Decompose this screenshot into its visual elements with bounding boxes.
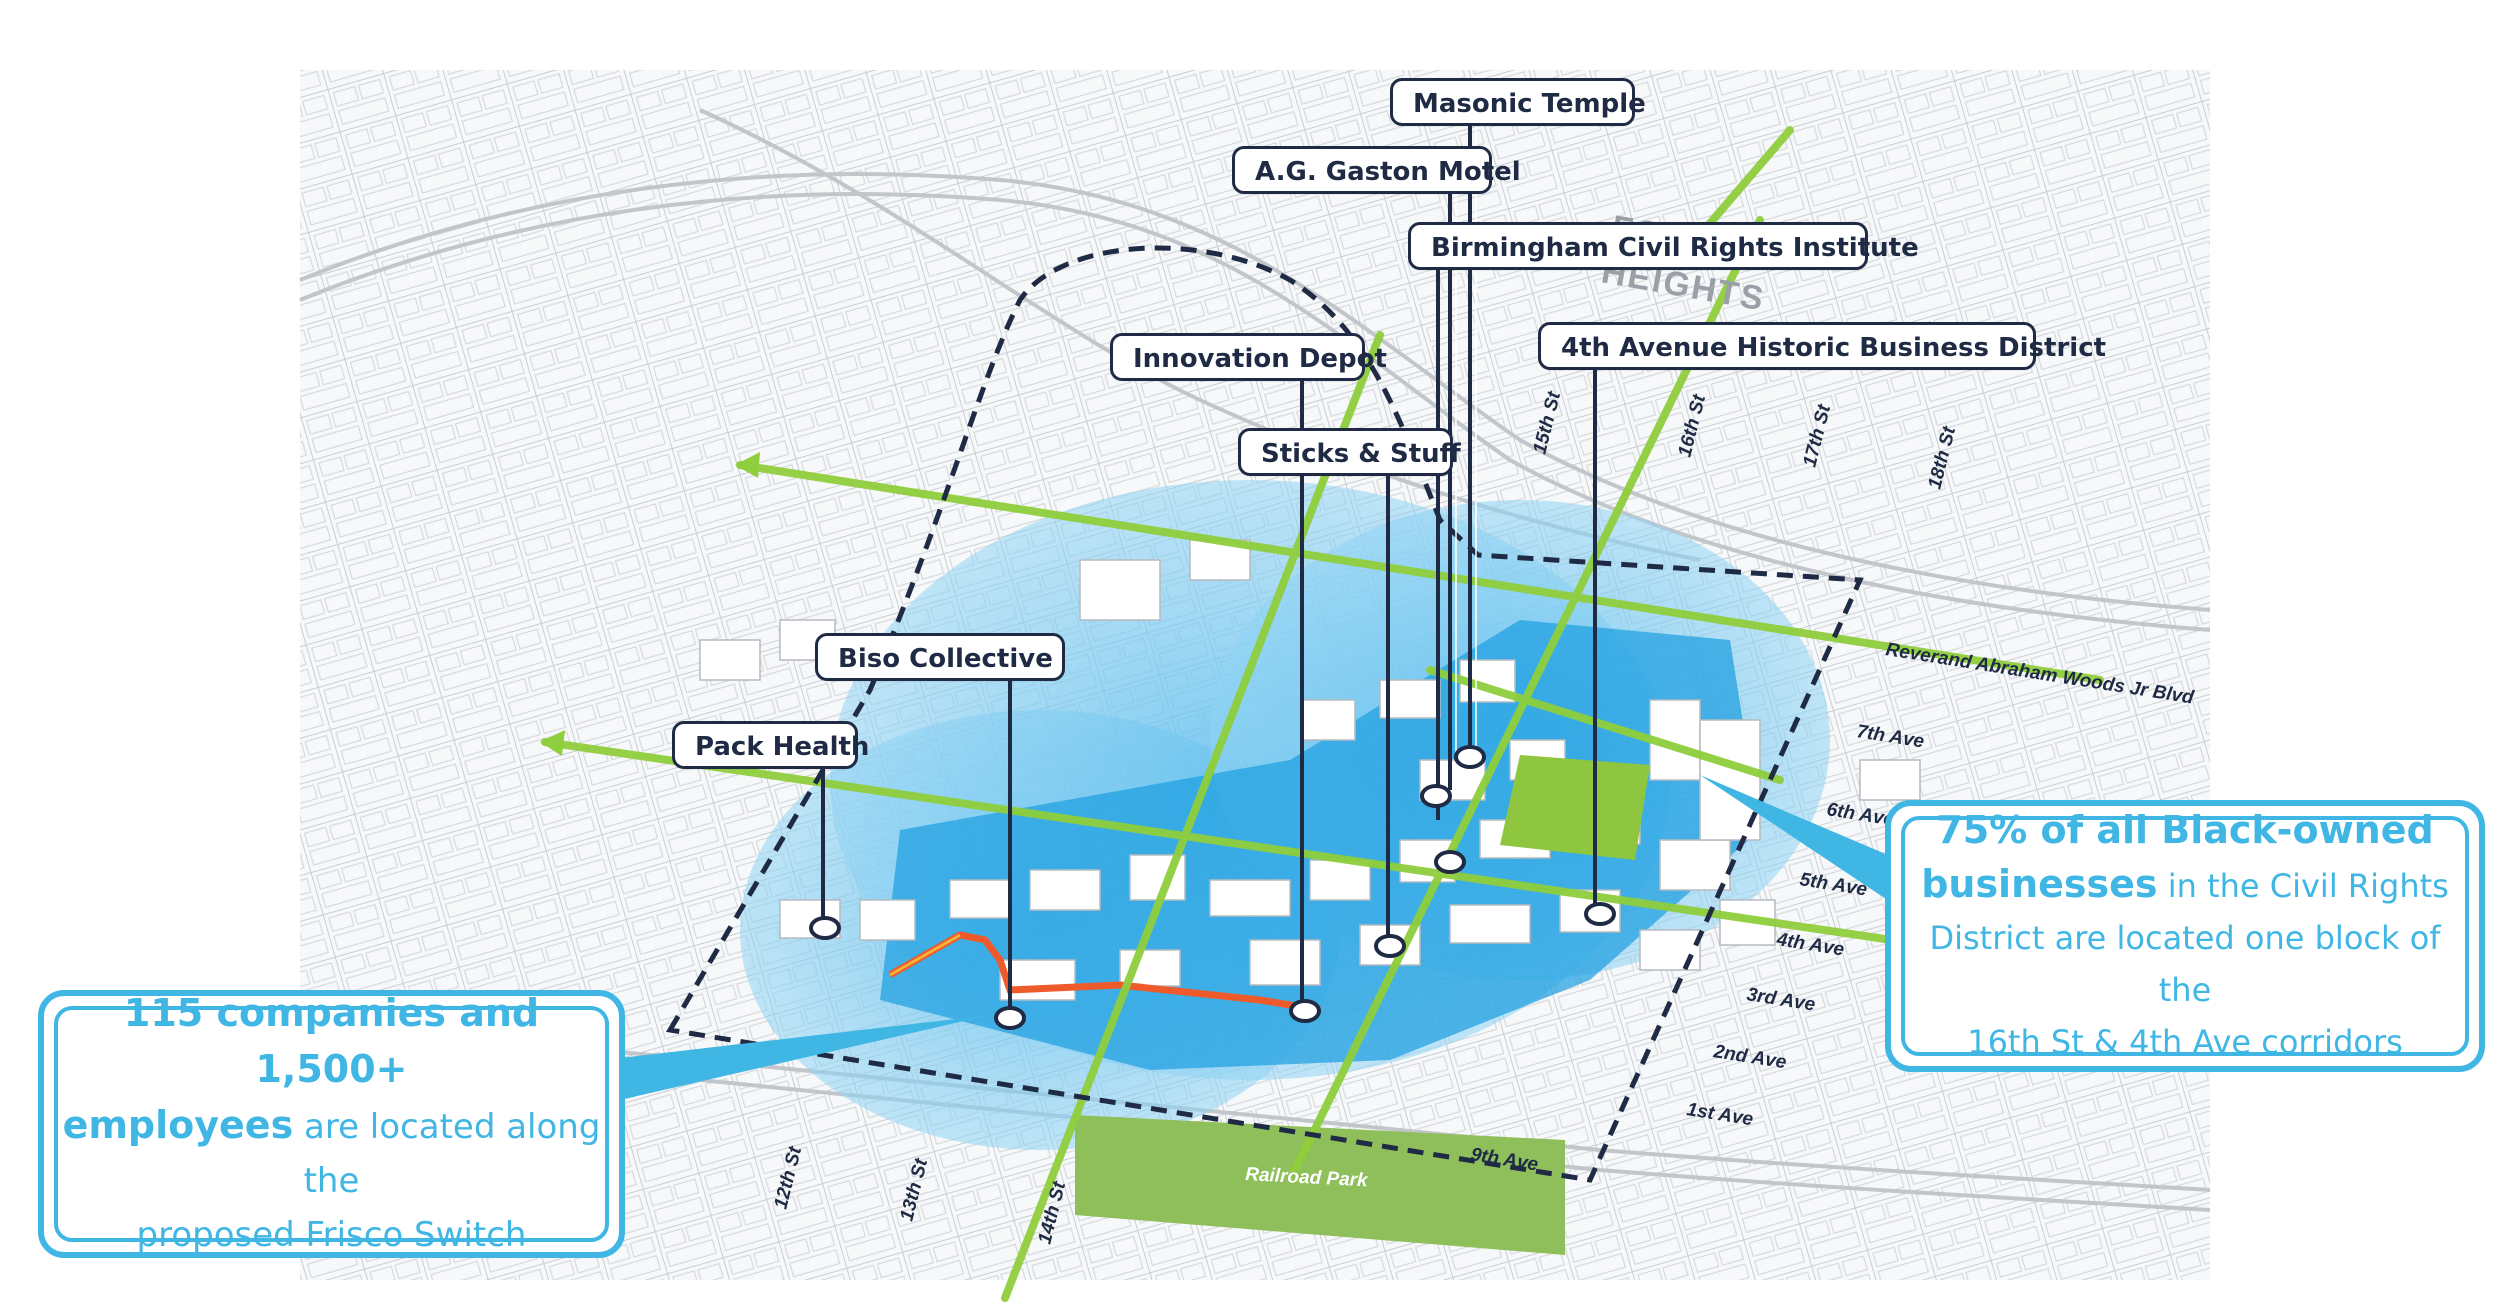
location-markers bbox=[809, 745, 1616, 1030]
label-masonic-temple: Masonic Temple bbox=[1390, 78, 1646, 126]
leader-lines bbox=[821, 124, 1597, 1015]
corridors bbox=[541, 126, 2104, 1302]
label-4th-ave-district: 4th Avenue Historic Business District bbox=[1538, 322, 2106, 370]
label-biso-collective: Biso Collective bbox=[815, 633, 1065, 681]
callout-right-line-3: District are located one block of the bbox=[1929, 919, 2441, 1009]
label-bcri: Birmingham Civil Rights Institute bbox=[1408, 222, 1919, 270]
label-innovation-depot: Innovation Depot bbox=[1110, 333, 1387, 381]
district-core bbox=[880, 620, 1760, 1070]
railroad-park bbox=[1075, 1115, 1565, 1255]
callout-left-line-2: employees are located along the bbox=[62, 1103, 601, 1201]
right-callout-pointer bbox=[1700, 775, 1895, 905]
label-sticks-and-stuff: Sticks & Stuff bbox=[1238, 428, 1461, 476]
callout-black-owned-businesses: 75% of all Black-owned businesses in the… bbox=[1885, 800, 2485, 1072]
callout-frisco-switch: 115 companies and 1,500+ employees are l… bbox=[38, 990, 625, 1258]
corridor-arrows bbox=[540, 452, 760, 756]
left-callout-pointer bbox=[620, 1015, 990, 1100]
green-square bbox=[1500, 755, 1650, 860]
callout-left-line-1: 115 companies and 1,500+ bbox=[123, 991, 540, 1091]
label-pack-health: Pack Health bbox=[672, 721, 869, 769]
label-ag-gaston-motel: A.G. Gaston Motel bbox=[1232, 146, 1521, 194]
callout-right-line-1: 75% of all Black-owned bbox=[1936, 808, 2434, 852]
callout-left-line-3: proposed Frisco Switch bbox=[136, 1215, 527, 1255]
frisco-switch-segment bbox=[888, 931, 1321, 1014]
callout-right-line-2: businesses in the Civil Rights bbox=[1921, 862, 2449, 906]
callout-right-line-4: 16th St & 4th Ave corridors bbox=[1967, 1023, 2403, 1061]
district-boundary bbox=[665, 245, 1864, 1183]
